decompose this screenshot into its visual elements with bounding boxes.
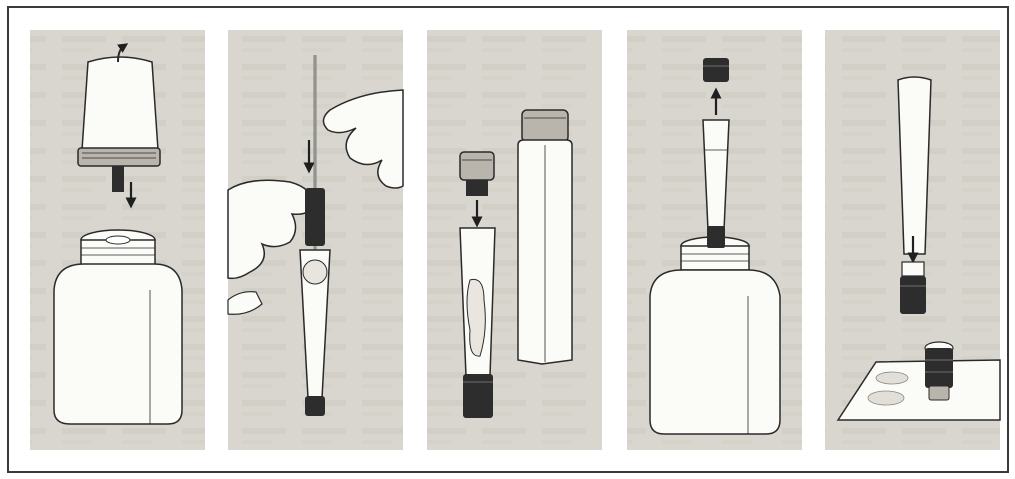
tube-icon — [460, 228, 495, 418]
panel-1 — [30, 30, 205, 450]
panel-3 — [427, 30, 602, 450]
tube-icon — [898, 77, 931, 254]
panel-4 — [627, 30, 802, 450]
cap-icon — [900, 262, 926, 314]
panel-2 — [228, 30, 403, 450]
vial-icon — [518, 110, 572, 364]
cap-icon — [703, 58, 729, 82]
panel-5 — [825, 30, 1000, 450]
cap-icon — [925, 342, 953, 400]
